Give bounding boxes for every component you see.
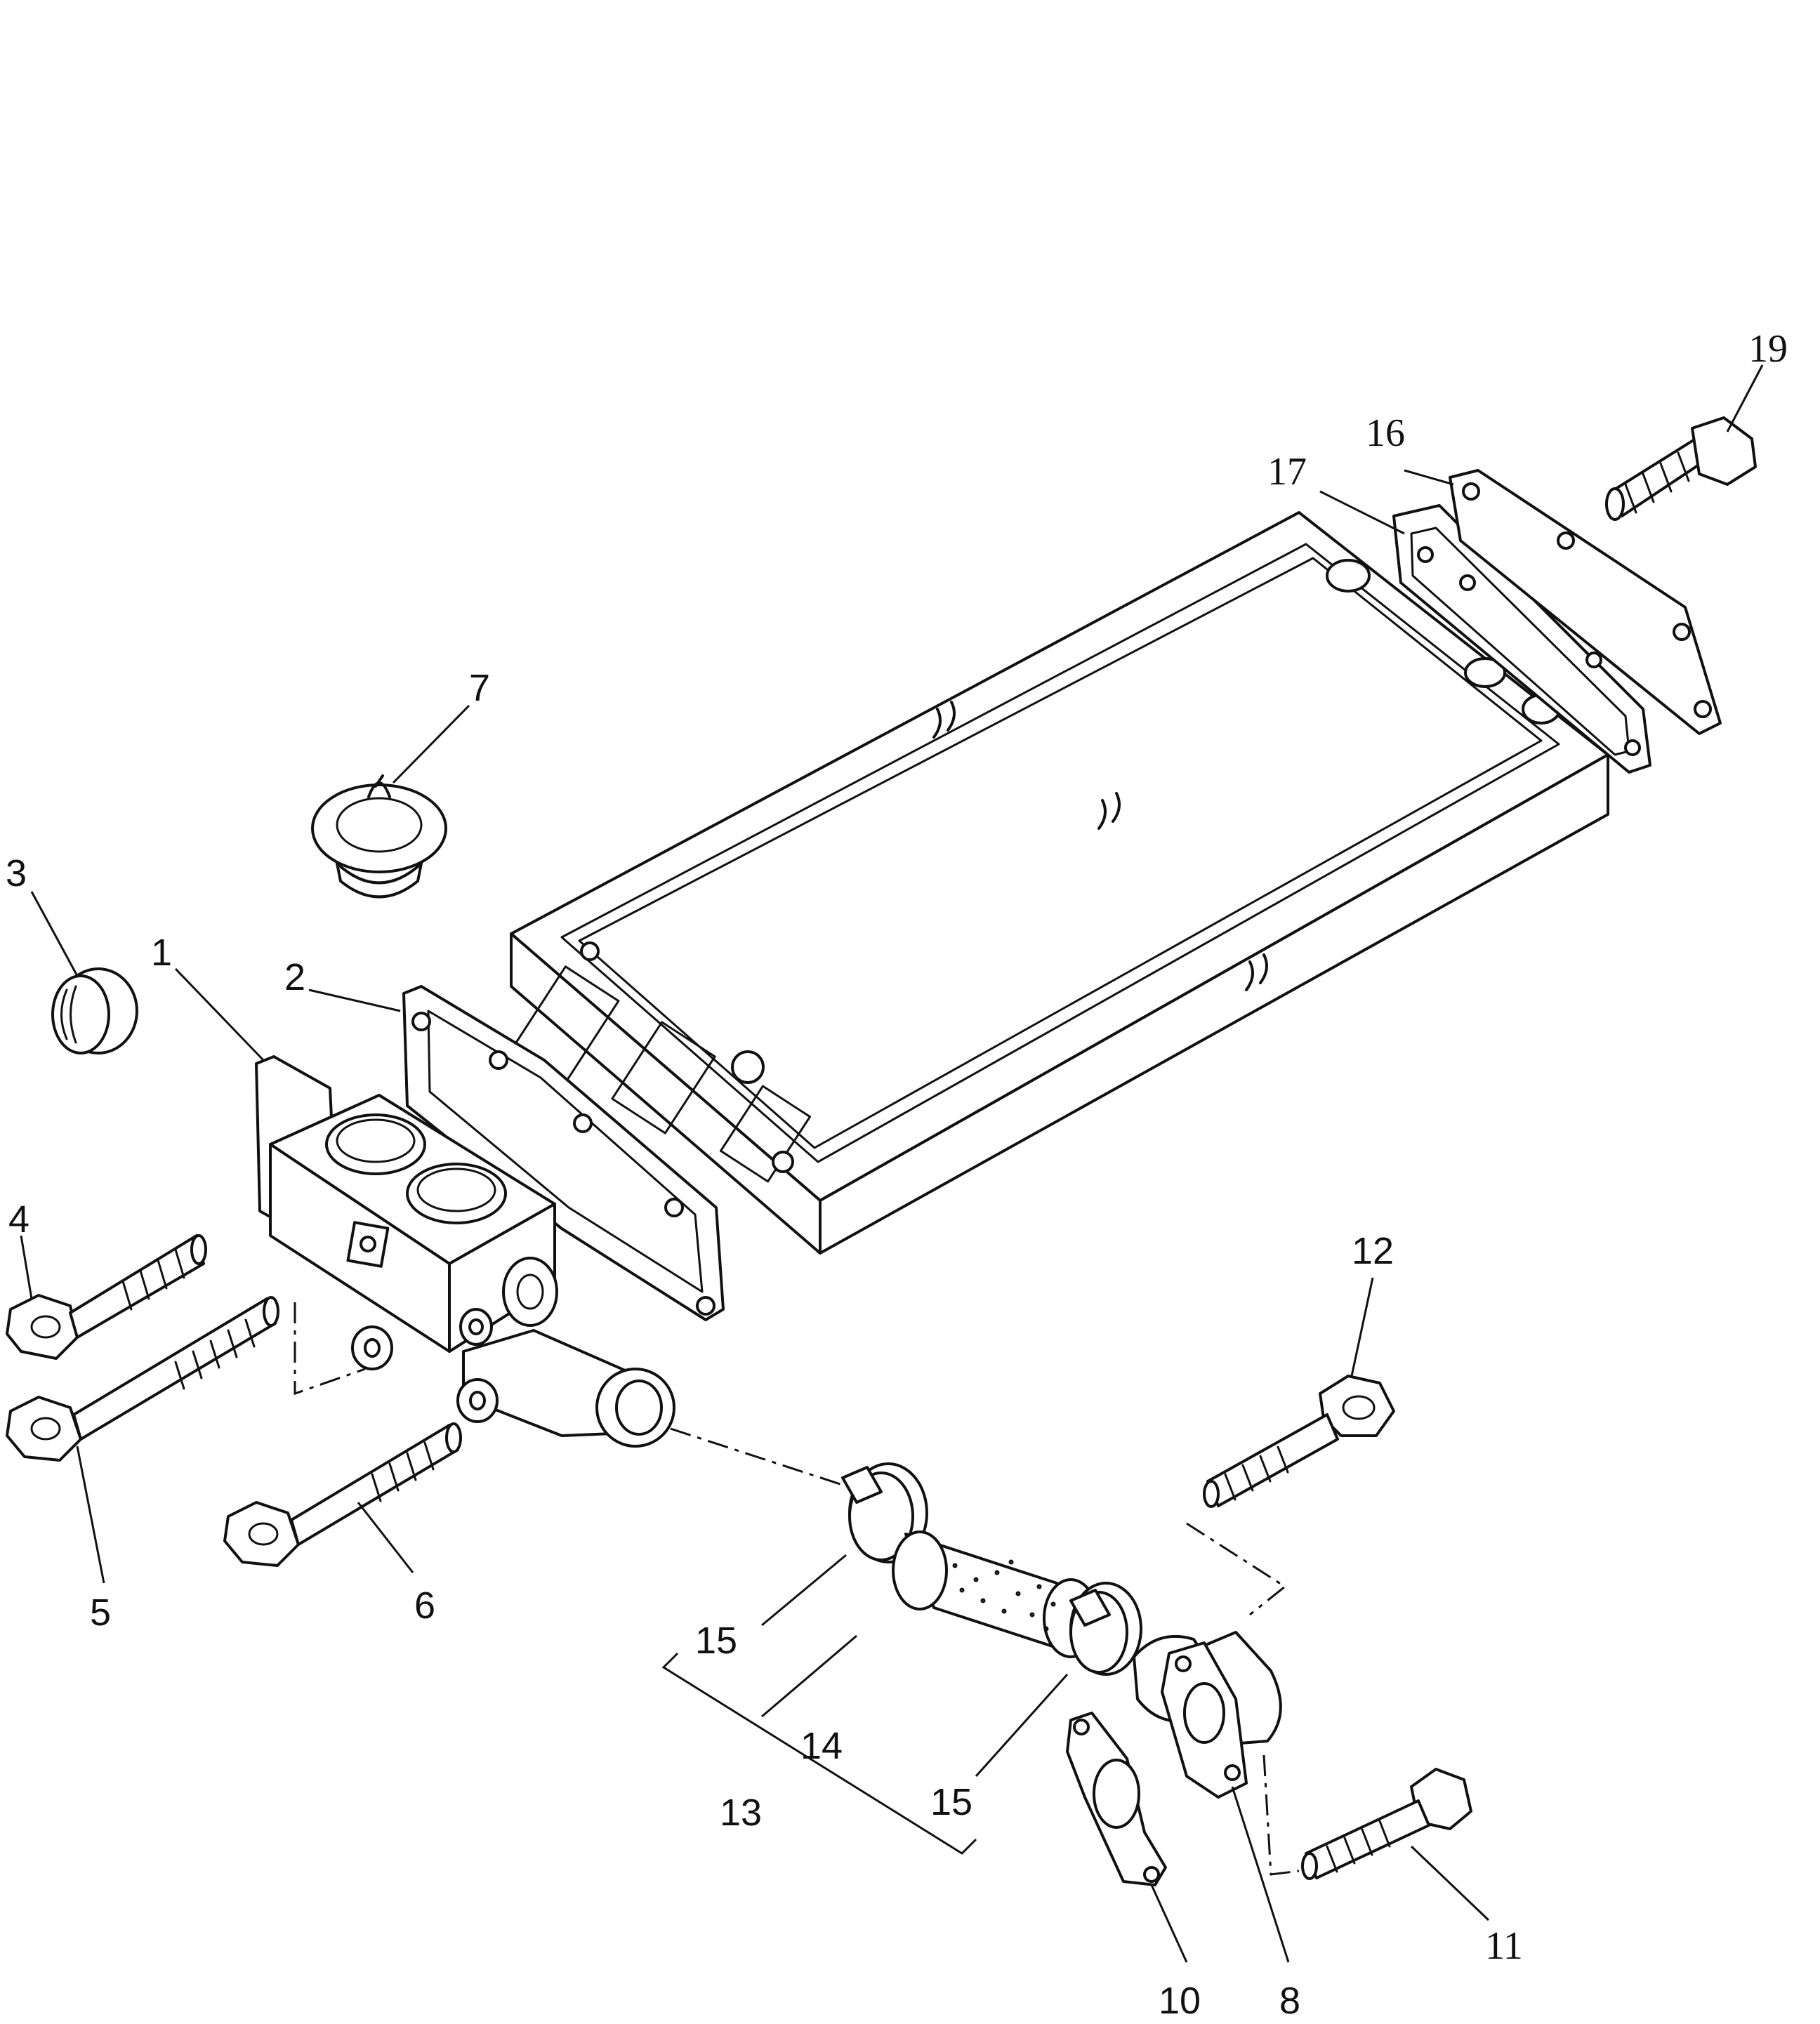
callout-1: 1 xyxy=(151,932,172,974)
thermostat-7 xyxy=(311,774,447,899)
bolt-4 xyxy=(6,1234,207,1360)
callout-6: 6 xyxy=(414,1585,435,1627)
thermostat-housing-1 xyxy=(255,1055,675,1448)
callout-8: 8 xyxy=(1279,1980,1300,2022)
callout-15-left: 15 xyxy=(695,1620,737,1662)
callout-2: 2 xyxy=(284,956,305,998)
callout-15-right: 15 xyxy=(930,1781,972,1823)
hose-14 xyxy=(892,1530,1099,1658)
alignment-line xyxy=(670,1427,854,1490)
callout-16: 16 xyxy=(1366,411,1405,455)
elbow-connector-8 xyxy=(1133,1631,1282,1799)
bolt-19 xyxy=(1605,416,1757,521)
housing-body xyxy=(510,511,1609,1255)
cover-plate-16 xyxy=(1449,469,1722,735)
callout-12: 12 xyxy=(1352,1230,1394,1272)
bolt-11 xyxy=(1301,1768,1472,1880)
callout-7: 7 xyxy=(469,667,490,709)
leader-lines xyxy=(20,364,1764,1963)
bolt-5 xyxy=(6,1296,279,1462)
gasket-10 xyxy=(1066,1712,1167,1886)
bolt-6 xyxy=(223,1422,462,1567)
callout-17: 17 xyxy=(1267,450,1307,494)
callout-10: 10 xyxy=(1159,1980,1201,2022)
callout-5: 5 xyxy=(90,1592,111,1634)
callout-14: 14 xyxy=(800,1725,843,1767)
bolt-12 xyxy=(1203,1375,1395,1508)
hose-clamp-15-right xyxy=(1069,1582,1142,1676)
plug-3 xyxy=(51,967,138,1054)
callout-3: 3 xyxy=(6,852,27,894)
callout-4: 4 xyxy=(8,1198,29,1241)
alignment-line xyxy=(1262,1754,1300,1876)
callout-11: 11 xyxy=(1485,1924,1523,1968)
callout-19: 19 xyxy=(1748,327,1788,371)
kit-13-bracket xyxy=(661,1652,977,1855)
gasket-17 xyxy=(1392,504,1651,774)
alignment-line xyxy=(294,1302,366,1396)
callout-13: 13 xyxy=(720,1792,762,1834)
alignment-line xyxy=(1186,1522,1287,1616)
